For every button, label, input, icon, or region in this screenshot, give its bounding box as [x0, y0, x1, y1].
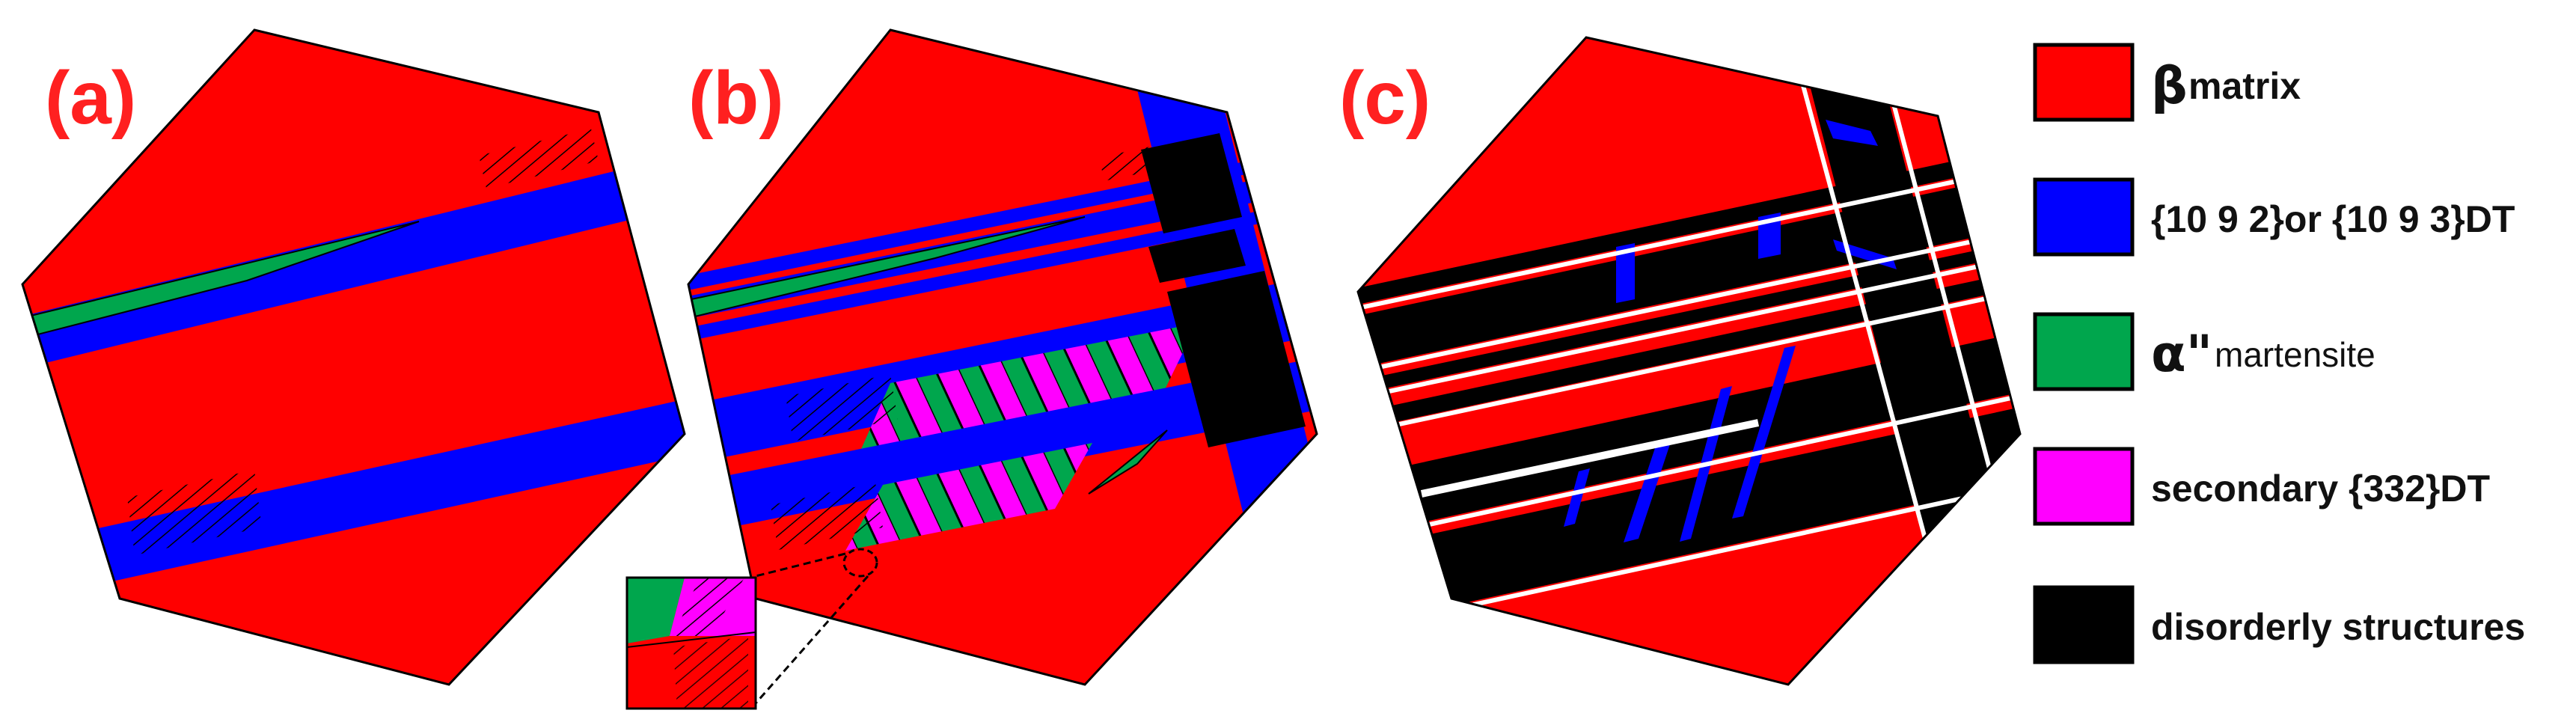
twin-lath-4 — [1564, 468, 1590, 527]
disorder-cross-2 — [1167, 271, 1306, 447]
grain-outline-b — [687, 28, 1318, 686]
inset-zoom — [625, 576, 757, 710]
legend-swatch-red — [2033, 43, 2135, 122]
hatch-lower — [127, 470, 262, 555]
martensite-wedge — [688, 216, 1086, 323]
magnify-line-bottom — [754, 575, 869, 704]
panel-c-label: (c) — [1339, 56, 1431, 140]
panel-b-label: (b) — [688, 56, 784, 140]
hatch-band-3 — [771, 483, 883, 550]
legend: β matrix {10 9 2}or {10 9 3}DT α" marten… — [2033, 43, 2525, 664]
disorder-vertical — [1796, 37, 2020, 614]
panel-a: (a) — [21, 28, 686, 686]
legend-label-disorder: disorderly structures — [2151, 606, 2525, 648]
legend-item-disorder: disorderly structures — [2033, 585, 2525, 664]
twin-lath-3 — [1732, 346, 1796, 518]
legend-swatch-magenta — [2033, 447, 2135, 526]
legend-item-twin: {10 9 2}or {10 9 3}DT — [2033, 177, 2515, 257]
grain-outline-c — [1356, 36, 2022, 686]
legend-item-secondary: secondary {332}DT — [2033, 447, 2490, 526]
legend-label-martensite: martensite — [2215, 335, 2375, 374]
magnify-circle — [842, 548, 878, 578]
legend-item-martensite: α" martensite — [2033, 312, 2375, 391]
secondary-twin-lower — [845, 443, 1092, 551]
twin-remnant-3 — [1826, 120, 1878, 146]
legend-symbol-beta: β — [2151, 57, 2188, 116]
legend-swatch-green — [2033, 312, 2135, 391]
legend-swatch-black — [2033, 585, 2135, 664]
panel-b: (b) — [625, 28, 1318, 710]
twin-remnant-1 — [1616, 243, 1635, 303]
legend-swatch-blue — [2033, 177, 2135, 257]
magnify-line-top — [755, 552, 846, 578]
twin-lath-1 — [1624, 438, 1672, 542]
legend-label-beta: matrix — [2188, 65, 2301, 107]
hatch-upper — [479, 129, 599, 189]
panel-c: (c) — [1339, 36, 2022, 686]
legend-label-twin: {10 9 2}or {10 9 3}DT — [2151, 198, 2515, 240]
grain-outline-a — [21, 28, 686, 686]
disorder-cross-3 — [1148, 229, 1246, 283]
legend-label-secondary: secondary {332}DT — [2151, 468, 2490, 510]
twin-band-upper — [22, 138, 685, 374]
panel-a-label: (a) — [45, 56, 136, 140]
secondary-twin-region — [853, 323, 1197, 468]
twin-band-lower — [22, 385, 685, 606]
hatch-band-2 — [786, 374, 898, 441]
martensite-wedge — [22, 221, 420, 346]
martensite-sliver — [1088, 429, 1168, 495]
legend-item-beta-matrix: β matrix — [2033, 43, 2301, 122]
legend-symbol-alpha: α" — [2151, 325, 2212, 384]
disorder-cross-1 — [1141, 133, 1242, 233]
